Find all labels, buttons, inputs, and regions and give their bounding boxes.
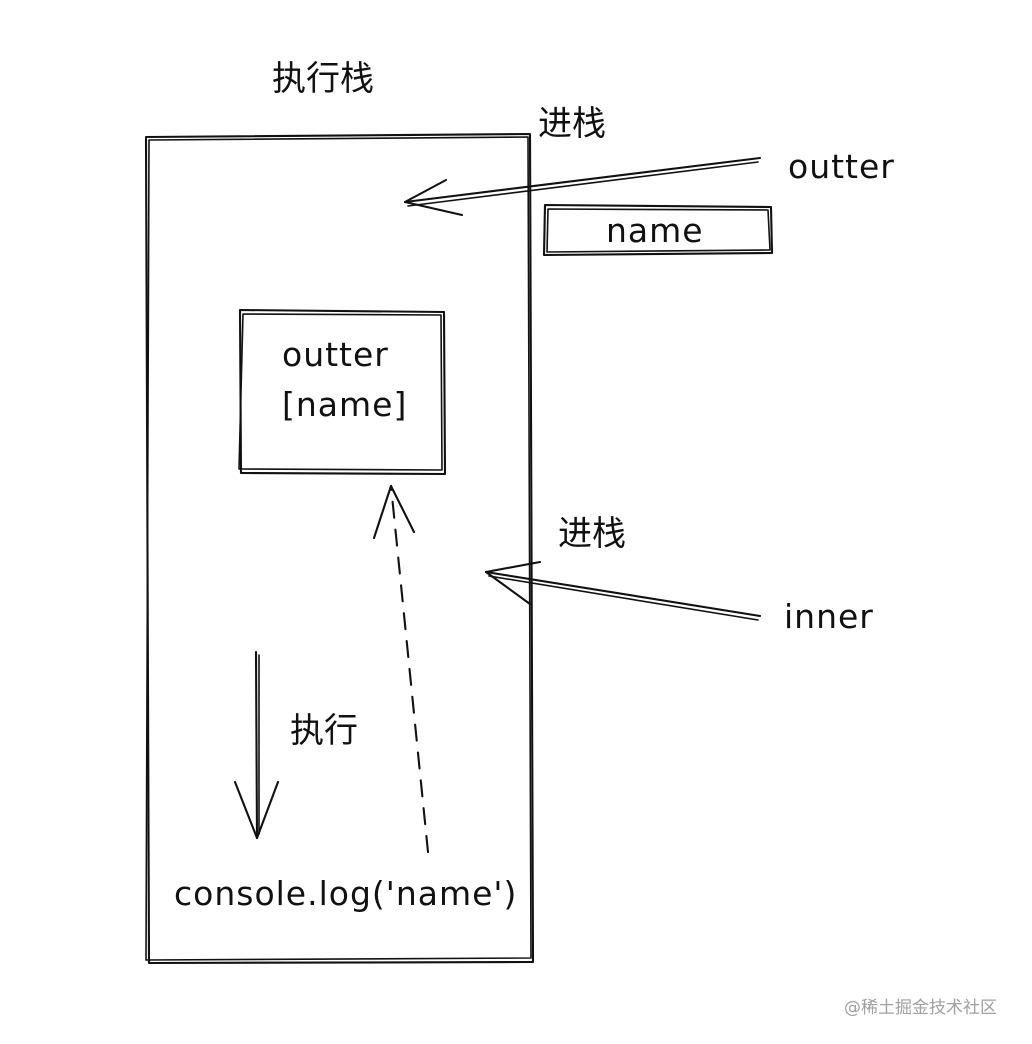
- inner-push-arrow: [484, 560, 762, 621]
- inner-label: inner: [784, 597, 874, 636]
- push-label-middle: 进栈: [558, 514, 626, 554]
- console-log-label: console.log('name'): [174, 874, 517, 913]
- scope-box-line1: outter: [282, 335, 389, 374]
- name-box-label: name: [606, 211, 704, 250]
- execute-label: 执行: [290, 711, 358, 751]
- outter-push-arrow: [403, 156, 762, 217]
- execution-stack-box: [144, 132, 535, 965]
- execute-arrow: [233, 650, 280, 840]
- scope-lookup-arrow: [372, 484, 430, 854]
- name-variable-box: [542, 203, 774, 257]
- watermark: @稀土掘金技术社区: [844, 998, 997, 1018]
- scope-box-line2: [name]: [282, 385, 407, 424]
- stack-title: 执行栈: [272, 59, 374, 99]
- push-label-top: 进栈: [538, 104, 606, 144]
- outter-scope-box: [238, 308, 447, 476]
- outter-label: outter: [788, 147, 895, 186]
